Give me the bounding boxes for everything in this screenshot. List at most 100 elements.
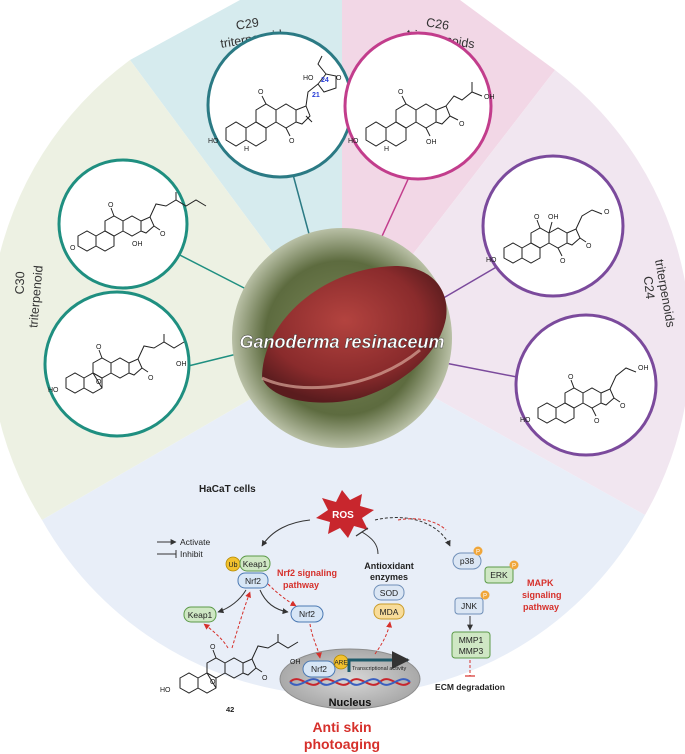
inhibit-antiox-ros-bar bbox=[355, 527, 369, 537]
inhibit-red-ros bbox=[397, 518, 447, 531]
arrow-42-to-complex bbox=[231, 591, 251, 649]
arrow-red-dash-nrf2 bbox=[267, 583, 297, 607]
arrow-complex-to-keap1 bbox=[217, 589, 247, 614]
erk-phospho-label: P bbox=[512, 564, 516, 570]
atom-c29-o3: O bbox=[336, 75, 342, 82]
atom-42-ho: HO bbox=[160, 687, 171, 694]
transcription-label: Transcriptional activity bbox=[352, 666, 406, 672]
dna-strand-2 bbox=[289, 678, 411, 686]
nrf2-free-node bbox=[290, 605, 324, 623]
mmp-node bbox=[451, 631, 491, 659]
atom-c29-21: 21 bbox=[312, 92, 320, 99]
connector-c26 bbox=[377, 174, 411, 246]
p38-phospho bbox=[473, 546, 483, 556]
p38-node bbox=[452, 552, 482, 570]
atom-42-o3: O bbox=[210, 679, 216, 686]
atom-c29-o2: O bbox=[289, 138, 295, 145]
label-c30-line2: triterpenoid bbox=[26, 265, 45, 329]
nrf2-pathway-line2: pathway bbox=[283, 580, 319, 590]
erk-label: ERK bbox=[490, 570, 508, 580]
atom-c24a-o2: O bbox=[604, 209, 610, 216]
atom-c26-o2: O bbox=[459, 121, 465, 128]
jnk-label: JNK bbox=[461, 601, 477, 611]
antiox-line2: enzymes bbox=[370, 572, 408, 582]
atom-c30b-ho: HO bbox=[48, 387, 59, 394]
center-title: Ganoderma resinaceum bbox=[239, 332, 444, 352]
mushroom-cap-rim bbox=[261, 348, 421, 390]
ros-label: ROS bbox=[332, 510, 354, 521]
are-label: ARE bbox=[334, 660, 348, 667]
keap1-complex-label: Keap1 bbox=[243, 559, 268, 569]
mapk-line3: pathway bbox=[523, 602, 559, 612]
atom-c29-24: 24 bbox=[321, 77, 329, 84]
atom-c24a-o3: O bbox=[586, 243, 592, 250]
keap1-free-node bbox=[183, 606, 217, 623]
atom-c24a-ho: HO bbox=[486, 257, 497, 264]
keap1-complex-node bbox=[239, 555, 271, 572]
atom-c30a-o1: O bbox=[108, 202, 114, 209]
atom-c29-ho: HO bbox=[208, 138, 219, 145]
ecm-label: ECM degradation bbox=[435, 682, 505, 692]
atom-42-oh: OH bbox=[290, 659, 301, 666]
label-c24-line1: C24 bbox=[641, 275, 657, 299]
atom-c30a-o2: O bbox=[160, 231, 166, 238]
nrf2-nucleus-label: Nrf2 bbox=[311, 664, 327, 674]
inhibit-antiox-ros bbox=[361, 531, 379, 555]
arrow-complex-to-nrf2 bbox=[259, 589, 289, 615]
ros-burst bbox=[316, 490, 374, 538]
atom-c30b-o1: O bbox=[96, 344, 102, 351]
nrf2-nucleus-node bbox=[302, 660, 336, 678]
atom-c30b-o3: O bbox=[96, 379, 102, 386]
mmp1-label: MMP1 bbox=[459, 635, 484, 645]
mapk-line1: MAPK bbox=[527, 578, 554, 588]
mda-node bbox=[373, 603, 405, 620]
atom-c29-o1: O bbox=[258, 89, 264, 96]
sod-label: SOD bbox=[380, 588, 398, 598]
keap1-free-label: Keap1 bbox=[188, 610, 213, 620]
atom-c26-h: H bbox=[384, 146, 389, 153]
connector-c30-top bbox=[169, 249, 249, 291]
ub-label: Ub bbox=[229, 562, 238, 569]
mushroom-photo: Ganoderma resinaceum bbox=[232, 228, 452, 448]
legend-activate: Activate bbox=[180, 537, 211, 547]
atom-c30b-o2: O bbox=[148, 375, 154, 382]
mapk-line2: signaling bbox=[522, 590, 562, 600]
atom-c24a-o4: O bbox=[560, 258, 566, 265]
compound-42: O O O OH HO 42 bbox=[160, 634, 301, 714]
atom-c24a-oh: OH bbox=[548, 214, 559, 221]
arrow-ros-to-mapk bbox=[374, 517, 451, 547]
atom-c29-h: H bbox=[244, 146, 249, 153]
molecule-c30-bottom: O O O OH HO bbox=[43, 290, 191, 438]
outcome-line1: Anti skin bbox=[312, 719, 371, 735]
erk-node bbox=[484, 566, 514, 584]
mmp3-label: MMP3 bbox=[459, 646, 484, 656]
outcome-line2: photoaging bbox=[304, 736, 380, 752]
label-c29-line1: C29 bbox=[235, 15, 260, 32]
label-c26-line1: C26 bbox=[425, 15, 450, 32]
p38-phospho-label: P bbox=[476, 550, 480, 556]
nrf2-complex-label: Nrf2 bbox=[245, 576, 261, 586]
connector-c24-top bbox=[439, 261, 506, 301]
arrow-ros-to-complex bbox=[261, 519, 311, 547]
mushroom-cap bbox=[262, 266, 447, 403]
atom-c26-ho: HO bbox=[348, 138, 359, 145]
atom-c24b-o2: O bbox=[620, 403, 626, 410]
jnk-node bbox=[454, 597, 484, 615]
atom-c24a-o1: O bbox=[534, 214, 540, 221]
hacat-label: HaCaT cells bbox=[199, 484, 256, 495]
atom-c26-oh2: OH bbox=[426, 139, 437, 146]
molecule-c29: O O O HO HO H 24 21 bbox=[206, 31, 354, 179]
atom-c24b-o3: O bbox=[594, 418, 600, 425]
nrf2-free-label: Nrf2 bbox=[299, 609, 315, 619]
label-c30-line1: C30 bbox=[13, 271, 28, 294]
atom-c26-o1: O bbox=[398, 89, 404, 96]
molecule-c30-top: O O OH O bbox=[57, 158, 207, 290]
atom-42-o2: O bbox=[262, 675, 268, 682]
arrow-nucleus-to-enzymes bbox=[374, 621, 393, 655]
mda-label: MDA bbox=[380, 607, 399, 617]
atom-c24b-o1: O bbox=[568, 374, 574, 381]
p38-label: p38 bbox=[460, 556, 474, 566]
atom-c30a-o3: O bbox=[70, 245, 76, 252]
